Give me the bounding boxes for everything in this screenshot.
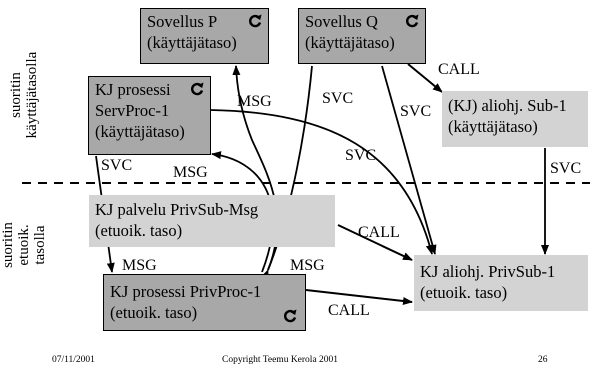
label-call-palvelu: CALL bbox=[358, 224, 400, 241]
label-svc-down-left: SVC bbox=[101, 157, 133, 174]
box-privproc-line1: KJ prosessi PrivProc-1 bbox=[110, 282, 262, 301]
box-sub1-line2: (käyttäjätaso) bbox=[448, 117, 538, 136]
box-kj-aliohj-privsub1: KJ aliohj. PrivSub-1 (etuoik. taso) bbox=[414, 255, 588, 311]
footer-page-number: 26 bbox=[538, 355, 548, 365]
label-call-q-sub1: CALL bbox=[438, 61, 480, 78]
label-msg-privproc-left: MSG bbox=[122, 257, 157, 274]
box-kj-prosessi-privproc: KJ prosessi PrivProc-1 (etuoik. taso) bbox=[103, 274, 306, 331]
box-privsub1-line1: KJ aliohj. PrivSub-1 bbox=[420, 262, 556, 281]
side-label-user-level: suoritin käyttäjätasolla bbox=[8, 43, 40, 147]
arrow-svc-q-privsub1 bbox=[381, 65, 437, 255]
arrow-call-q-sub1 bbox=[407, 63, 443, 93]
label-svc-q: SVC bbox=[322, 90, 354, 107]
box-sovellus-q-line1: Sovellus Q bbox=[305, 12, 378, 31]
cycle-icon bbox=[191, 82, 204, 96]
box-kj-prosessi-servproc: KJ prosessi ServProc-1 (käyttäjätaso) bbox=[88, 76, 211, 155]
footer-date: 07/11/2001 bbox=[52, 355, 95, 365]
label-msg-to-p: MSG bbox=[237, 93, 272, 110]
label-svc-sub1: SVC bbox=[550, 160, 582, 177]
box-sovellus-p-line2: (käyttäjätaso) bbox=[147, 33, 237, 52]
box-servproc-line3: (käyttäjätaso) bbox=[95, 122, 185, 141]
box-sovellus-q-line2: (käyttäjätaso) bbox=[305, 33, 395, 52]
label-msg-privproc-right: MSG bbox=[290, 257, 325, 274]
box-kj-aliohj-sub1: (KJ) aliohj. Sub-1 (käyttäjätaso) bbox=[442, 91, 588, 147]
cycle-icon bbox=[406, 14, 419, 28]
arrow-svc-servproc-privsub1 bbox=[209, 109, 434, 255]
box-kj-palvelu-privsub: KJ palvelu PrivSub-Msg (etuoik. taso) bbox=[89, 195, 335, 247]
side-label-priv-line3: tasolla bbox=[32, 225, 48, 265]
box-sovellus-q: Sovellus Q (käyttäjätaso) bbox=[298, 8, 426, 64]
label-svc-q-privsub1: SVC bbox=[400, 103, 432, 120]
box-sovellus-p: Sovellus P (käyttäjätaso) bbox=[140, 8, 269, 64]
label-call-privproc: CALL bbox=[328, 302, 370, 319]
cycle-icon bbox=[249, 14, 262, 28]
box-palvelu-line2: (etuoik. taso) bbox=[95, 221, 183, 240]
label-msg-to-servproc: MSG bbox=[173, 164, 208, 181]
side-label-user-line1: suoritin bbox=[8, 72, 24, 118]
side-label-priv-line2: etuoik. bbox=[16, 224, 32, 266]
box-privsub1-line2: (etuoik. taso) bbox=[420, 283, 508, 302]
box-palvelu-line1: KJ palvelu PrivSub-Msg bbox=[95, 200, 259, 219]
box-sub1-line1: (KJ) aliohj. Sub-1 bbox=[448, 96, 567, 115]
cycle-icon bbox=[284, 309, 297, 323]
arrow-call-palvelu-privsub1 bbox=[337, 224, 413, 261]
arrow-call-privproc-privsub1 bbox=[305, 289, 413, 305]
box-servproc-line2: ServProc-1 bbox=[95, 101, 170, 120]
label-svc-servproc: SVC bbox=[345, 147, 377, 164]
side-label-user-line2: käyttäjätasolla bbox=[24, 51, 40, 139]
box-servproc-line1: KJ prosessi bbox=[95, 80, 171, 99]
arrow-svc-q-privproc bbox=[267, 65, 313, 271]
footer-copyright: Copyright Teemu Kerola 2001 bbox=[222, 355, 339, 365]
side-label-priv-line1: suoritin bbox=[0, 222, 16, 268]
arrow-msg-privproc-servproc bbox=[211, 151, 274, 273]
side-label-priv-level: suoritin etuoik. tasolla bbox=[0, 213, 48, 277]
box-sovellus-p-line1: Sovellus P bbox=[147, 12, 218, 31]
box-privproc-line2: (etuoik. taso) bbox=[110, 303, 198, 322]
